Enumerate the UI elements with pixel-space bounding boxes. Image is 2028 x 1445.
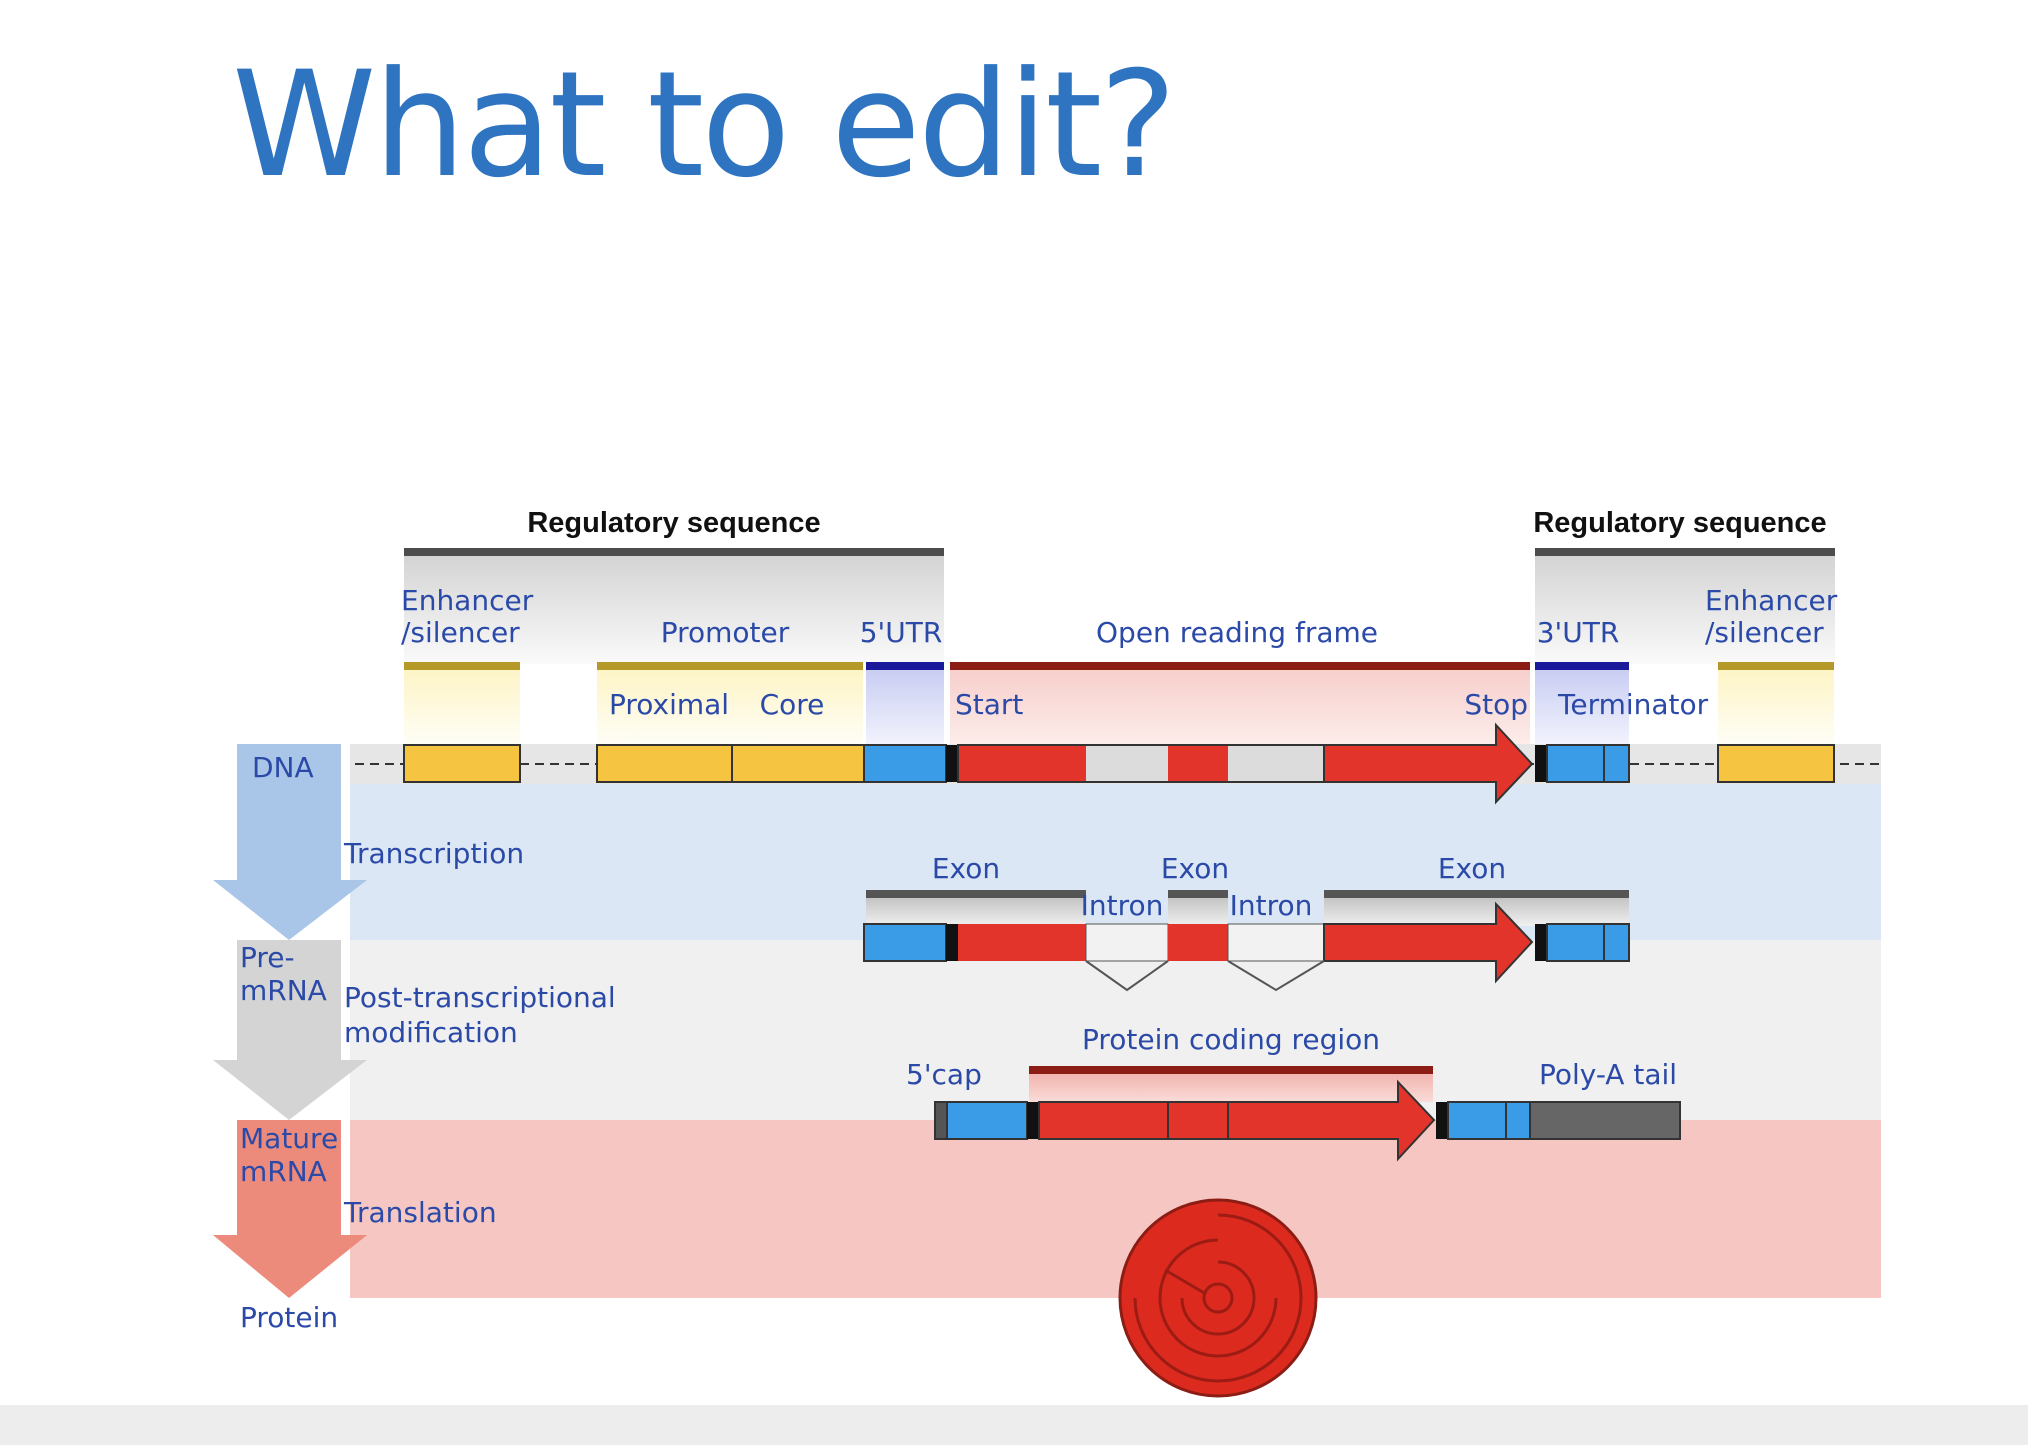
regulatory-label-left: Regulatory sequence — [527, 507, 820, 539]
exon1-shade — [866, 898, 1086, 926]
protein-coding-label: Protein coding region — [1082, 1023, 1380, 1056]
orf-label: Open reading frame — [1096, 616, 1378, 649]
protein-coding-bar — [1029, 1066, 1433, 1074]
exon3-label: Exon — [1438, 852, 1506, 885]
exon2-label: Exon — [1161, 852, 1229, 885]
ptm-label-2: modification — [344, 1016, 518, 1049]
enhancer-bar-right — [1718, 662, 1834, 670]
terminator-label: Terminator — [1557, 688, 1709, 721]
dna-utr5 — [863, 744, 947, 783]
dna-intron1 — [1086, 745, 1168, 782]
premrna-intron1 — [1085, 923, 1169, 962]
ptm-label-1: Post-transcriptional — [344, 981, 616, 1014]
regulatory-bar-left — [404, 548, 944, 556]
stop-label: Stop — [1464, 688, 1528, 721]
bottom-bar — [0, 1405, 2028, 1445]
splice-mark-1 — [1085, 960, 1169, 992]
premrna-stop-marker — [1535, 924, 1547, 961]
premrna-exon1 — [958, 924, 1086, 961]
mature-start-marker — [1027, 1102, 1039, 1139]
protein-coding-shade — [1029, 1074, 1433, 1102]
exon3-bar — [1324, 890, 1629, 898]
enhancer-right-label-1: Enhancer — [1705, 584, 1838, 617]
utr3-bar — [1535, 662, 1629, 670]
mature-mrna-band — [350, 1120, 1881, 1298]
regulatory-bar-right — [1535, 548, 1835, 556]
premrna-utr5 — [863, 923, 947, 962]
mature-stop-marker — [1436, 1102, 1448, 1139]
dna-orf-outline — [957, 744, 1325, 783]
cap5-label: 5'cap — [906, 1058, 982, 1091]
intron2-label: Intron — [1230, 889, 1313, 922]
exon1-label: Exon — [932, 852, 1000, 885]
promoter-shade — [597, 670, 863, 744]
enhancer-left-label-1: Enhancer — [401, 584, 534, 617]
dna-enhancer-left — [403, 744, 521, 783]
slide-title: What to edit? — [232, 40, 1177, 210]
exon2-bar — [1168, 890, 1228, 898]
exon3-shade — [1324, 898, 1629, 926]
mature-coding-arrow — [1038, 1079, 1436, 1162]
protein-label: Protein — [240, 1301, 338, 1334]
enhancer-left-label-2: /silencer — [401, 616, 520, 649]
premrna-utr3 — [1546, 923, 1630, 962]
dna-exon3-arrow — [1323, 722, 1534, 805]
transcription-label: Transcription — [343, 837, 524, 870]
mature-polya-tail — [1529, 1101, 1681, 1140]
promoter-bar — [597, 662, 863, 670]
proximal-label: Proximal — [609, 688, 729, 721]
regulatory-shade-right — [1535, 556, 1835, 664]
promoter-label: Promoter — [661, 616, 790, 649]
transcription-arrow — [213, 744, 367, 940]
enhancer-shade-right — [1718, 670, 1834, 744]
translation-label: Translation — [343, 1196, 497, 1229]
mature-mrna-label-2: mRNA — [240, 1155, 327, 1188]
dna-intron2 — [1228, 745, 1324, 782]
orf-bar — [950, 662, 1530, 670]
start-label: Start — [955, 688, 1023, 721]
mature-mrna-label-1: Mature — [240, 1122, 338, 1155]
processing-arrow — [213, 940, 367, 1120]
dna-exon2 — [1168, 745, 1228, 782]
mature-cap — [934, 1101, 948, 1140]
dna-exon1 — [958, 745, 1086, 782]
premrna-intron2 — [1227, 923, 1325, 962]
core-label: Core — [760, 688, 825, 721]
dna-start-marker — [946, 745, 958, 782]
enhancer-shade-left — [404, 670, 520, 744]
dna-core — [731, 744, 865, 783]
dna-enhancer-right — [1717, 744, 1835, 783]
splice-mark-2 — [1227, 960, 1325, 992]
regulatory-label-right: Regulatory sequence — [1533, 507, 1826, 539]
mature-utr5 — [946, 1101, 1028, 1140]
utr3-label: 3'UTR — [1537, 616, 1620, 649]
orf-shade — [950, 670, 1530, 744]
intron1-label: Intron — [1081, 889, 1164, 922]
utr5-label: 5'UTR — [860, 616, 943, 649]
dna-proximal — [596, 744, 733, 783]
exon2-shade — [1168, 898, 1228, 926]
premrna-start-marker — [946, 924, 958, 961]
premrna-label-2: mRNA — [240, 974, 327, 1007]
enhancer-right-label-2: /silencer — [1705, 616, 1824, 649]
premrna-label-1: Pre- — [240, 941, 295, 974]
enhancer-bar-left — [404, 662, 520, 670]
utr5-bar — [866, 662, 944, 670]
translation-arrow — [213, 1120, 367, 1298]
premrna-exon2 — [1168, 924, 1228, 961]
polya-label: Poly-A tail — [1539, 1058, 1677, 1091]
utr5-shade — [866, 670, 944, 744]
protein-icon — [1118, 1198, 1318, 1398]
exon1-bar — [866, 890, 1086, 898]
dna-utr3 — [1546, 744, 1630, 783]
dna-stop-marker — [1535, 745, 1547, 782]
utr3-shade — [1535, 670, 1629, 744]
premrna-exon3-arrow — [1323, 901, 1534, 984]
dna-label: DNA — [252, 751, 314, 784]
regulatory-shade-left — [404, 556, 944, 664]
mature-utr3 — [1447, 1101, 1531, 1140]
